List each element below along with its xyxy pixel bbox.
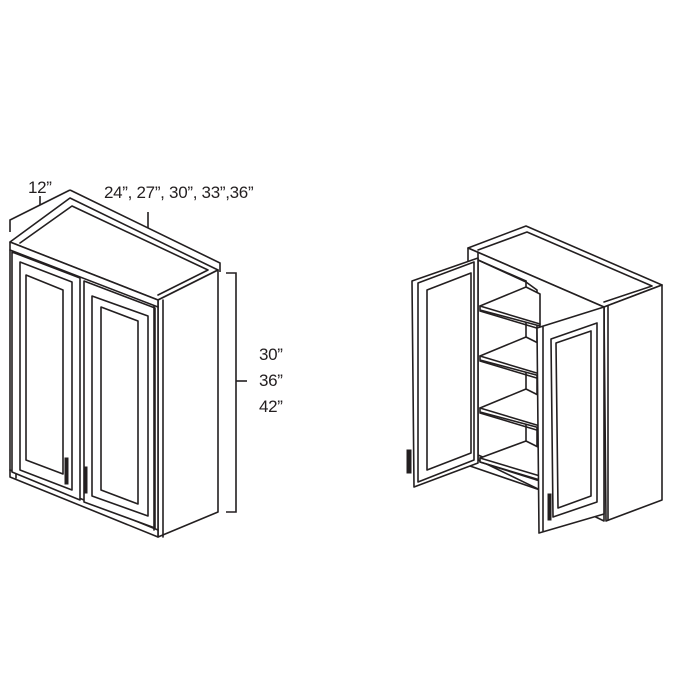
closed-cabinet: [9, 197, 219, 538]
height-label-36: 36”: [259, 371, 283, 390]
height-dimension: [226, 272, 247, 513]
height-label-42: 42”: [259, 397, 283, 416]
open-left-door: [406, 257, 479, 488]
open-cabinet-side-panel: [603, 284, 663, 522]
height-label-30: 30”: [259, 345, 283, 364]
open-right-door: [536, 306, 605, 534]
width-label: 24”, 27”, 30”, 33”,36”: [104, 183, 254, 202]
right-door: [83, 280, 156, 529]
open-left-door-handle: [406, 449, 412, 474]
cabinet-bottom: [469, 440, 541, 491]
open-cabinet: [406, 225, 663, 534]
left-door-handle: [64, 457, 69, 485]
shelf-1: [479, 286, 541, 330]
width-dimension: [69, 189, 221, 272]
left-door: [11, 251, 81, 501]
depth-dimension: [9, 189, 71, 232]
open-right-door-handle: [547, 493, 552, 521]
cabinet-side-panel: [157, 269, 219, 538]
depth-label: 12”: [28, 178, 52, 197]
right-door-handle: [83, 466, 88, 494]
